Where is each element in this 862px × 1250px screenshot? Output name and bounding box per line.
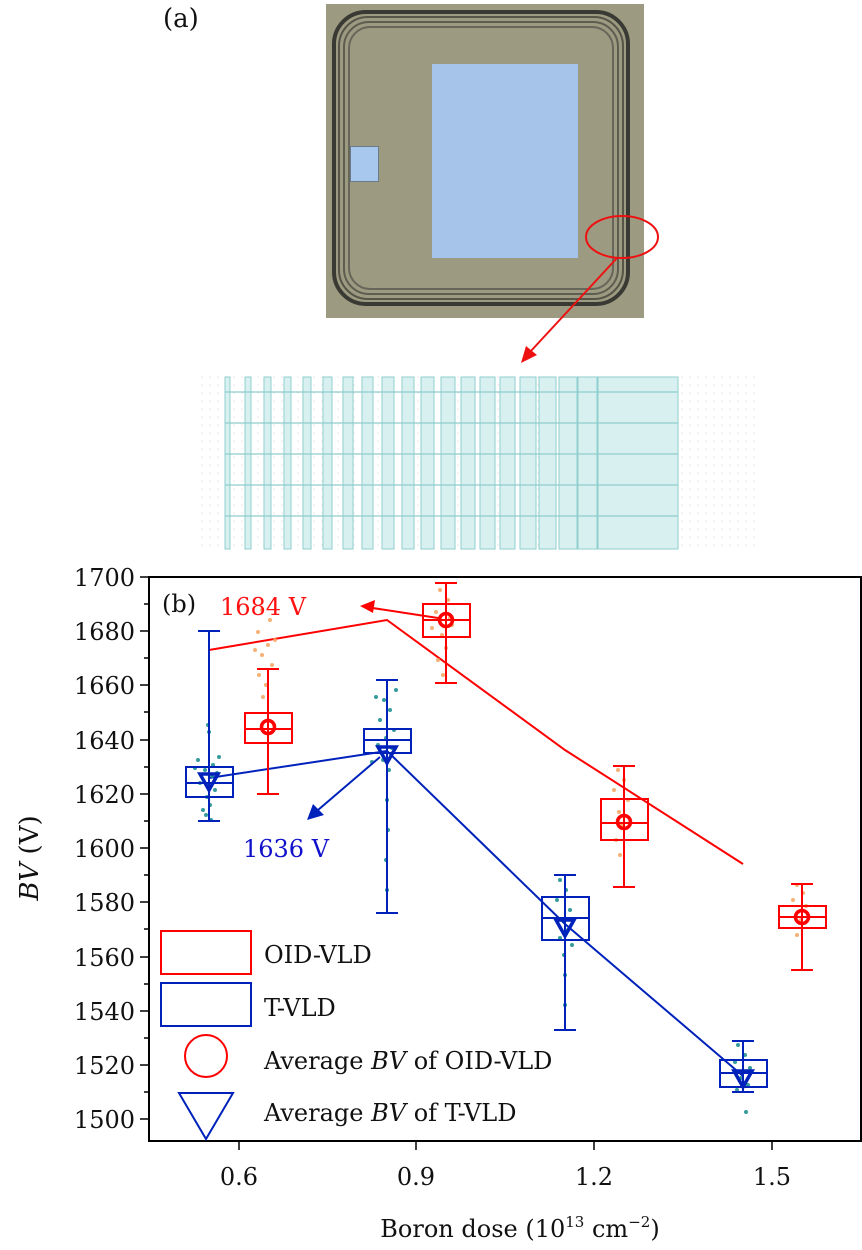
x-ticks: [238, 1141, 773, 1150]
legend-circle-icon: [184, 1034, 228, 1078]
svg-text:1660: 1660: [74, 672, 135, 700]
legend-oid-box-icon: [160, 930, 252, 975]
zoom-arrow: [529, 257, 618, 353]
svg-text:1620: 1620: [74, 781, 135, 809]
svg-text:1700: 1700: [74, 564, 135, 592]
svg-text:0.6: 0.6: [220, 1163, 258, 1191]
legend-tvld-box-icon: [160, 982, 252, 1027]
svg-text:0.9: 0.9: [397, 1163, 435, 1191]
oid-vld-points: [253, 588, 808, 937]
tvld-peak-arrow-head: [307, 804, 324, 820]
panel-b-label: (b): [162, 590, 196, 618]
oid-peak-arrow: [365, 606, 439, 619]
t-vld-mean-line: [208, 749, 744, 1077]
tvld-peak-arrow: [317, 756, 381, 811]
y-axis-label: BV (V): [15, 815, 45, 901]
plot-frame: [148, 576, 862, 1142]
legend-tvld-label: T-VLD: [264, 994, 336, 1022]
zoom-arrow-head: [521, 346, 537, 363]
termination-ring: [332, 10, 630, 306]
termination-ring: [338, 16, 624, 300]
svg-text:1.5: 1.5: [753, 1163, 791, 1191]
oid-peak-annotation: 1684 V: [220, 593, 307, 621]
legend-avg-oid-label: Average BV of OID-VLD: [263, 1047, 552, 1075]
active-area-pad: [432, 64, 578, 258]
legend-oid-label: OID-VLD: [264, 941, 372, 969]
oid-vld-mean-line: [208, 618, 744, 865]
chip-micrograph: [326, 4, 644, 318]
svg-text:1600: 1600: [74, 835, 135, 863]
vld-layout-strip: [200, 375, 760, 550]
termination-ring: [348, 26, 614, 290]
legend: OID-VLD T-VLD Average BV of OID-VLD Aver…: [160, 930, 552, 1141]
svg-text:1640: 1640: [74, 727, 135, 755]
gate-pad: [350, 146, 379, 182]
svg-text:1500: 1500: [74, 1106, 135, 1134]
highlight-ellipse: [585, 215, 659, 259]
y-tick-labels: 1700 1680 1660 1640 1620 1600 1580 1560 1540 1…: [74, 564, 135, 1134]
oid-vld-mean-markers: [259, 611, 811, 926]
t-vld-mean-markers: [197, 745, 755, 1091]
svg-text:1680: 1680: [74, 618, 135, 646]
termination-ring: [343, 21, 619, 295]
svg-text:1.2: 1.2: [575, 1163, 613, 1191]
svg-text:1560: 1560: [74, 944, 135, 972]
svg-text:1520: 1520: [74, 1052, 135, 1080]
panel-a-label: (a): [163, 4, 199, 34]
oid-vld-boxes: [244, 582, 827, 971]
oid-peak-arrow-head: [360, 600, 375, 613]
legend-triangle-icon: [177, 1092, 235, 1141]
svg-text:1580: 1580: [74, 889, 135, 917]
y-ticks: [140, 576, 149, 1120]
tvld-peak-annotation: 1636 V: [243, 835, 330, 863]
x-axis-label: Boron dose (1013 cm−2): [380, 1213, 659, 1243]
legend-avg-tvld-label: Average BV of T-VLD: [263, 1099, 516, 1127]
x-tick-labels: 0.6 0.9 1.2 1.5: [220, 1163, 791, 1191]
svg-text:1540: 1540: [74, 998, 135, 1026]
